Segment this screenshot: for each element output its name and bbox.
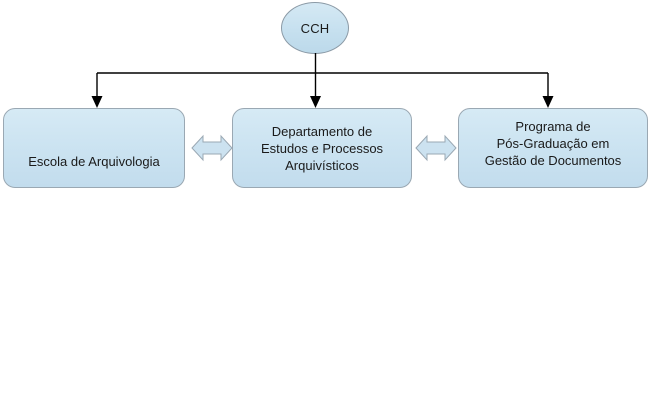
link-departamento-programa[interactable] [414,130,458,166]
link-escola-departamento[interactable] [190,130,234,166]
node-cch-label: CCH [300,20,330,36]
arrowhead-to-programa [542,96,554,108]
node-programa-pos-graduacao[interactable]: Programa de Pós-Graduação em Gestão de D… [458,108,648,188]
node-escola-arquivologia[interactable]: Escola de Arquivologia [3,108,185,188]
node-escola-arquivologia-label: Escola de Arquivologia [28,153,160,169]
double-arrow-icon [415,134,457,162]
node-departamento-estudos[interactable]: Departamento de Estudos e Processos Arqu… [232,108,412,188]
node-cch[interactable]: CCH [281,2,349,54]
arrowhead-to-escola [91,96,103,108]
node-departamento-estudos-label: Departamento de Estudos e Processos Arqu… [260,123,384,173]
node-programa-pos-graduacao-label: Programa de Pós-Graduação em Gestão de D… [484,119,622,168]
arrowhead-to-departamento [310,96,321,108]
double-arrow-icon [191,134,233,162]
